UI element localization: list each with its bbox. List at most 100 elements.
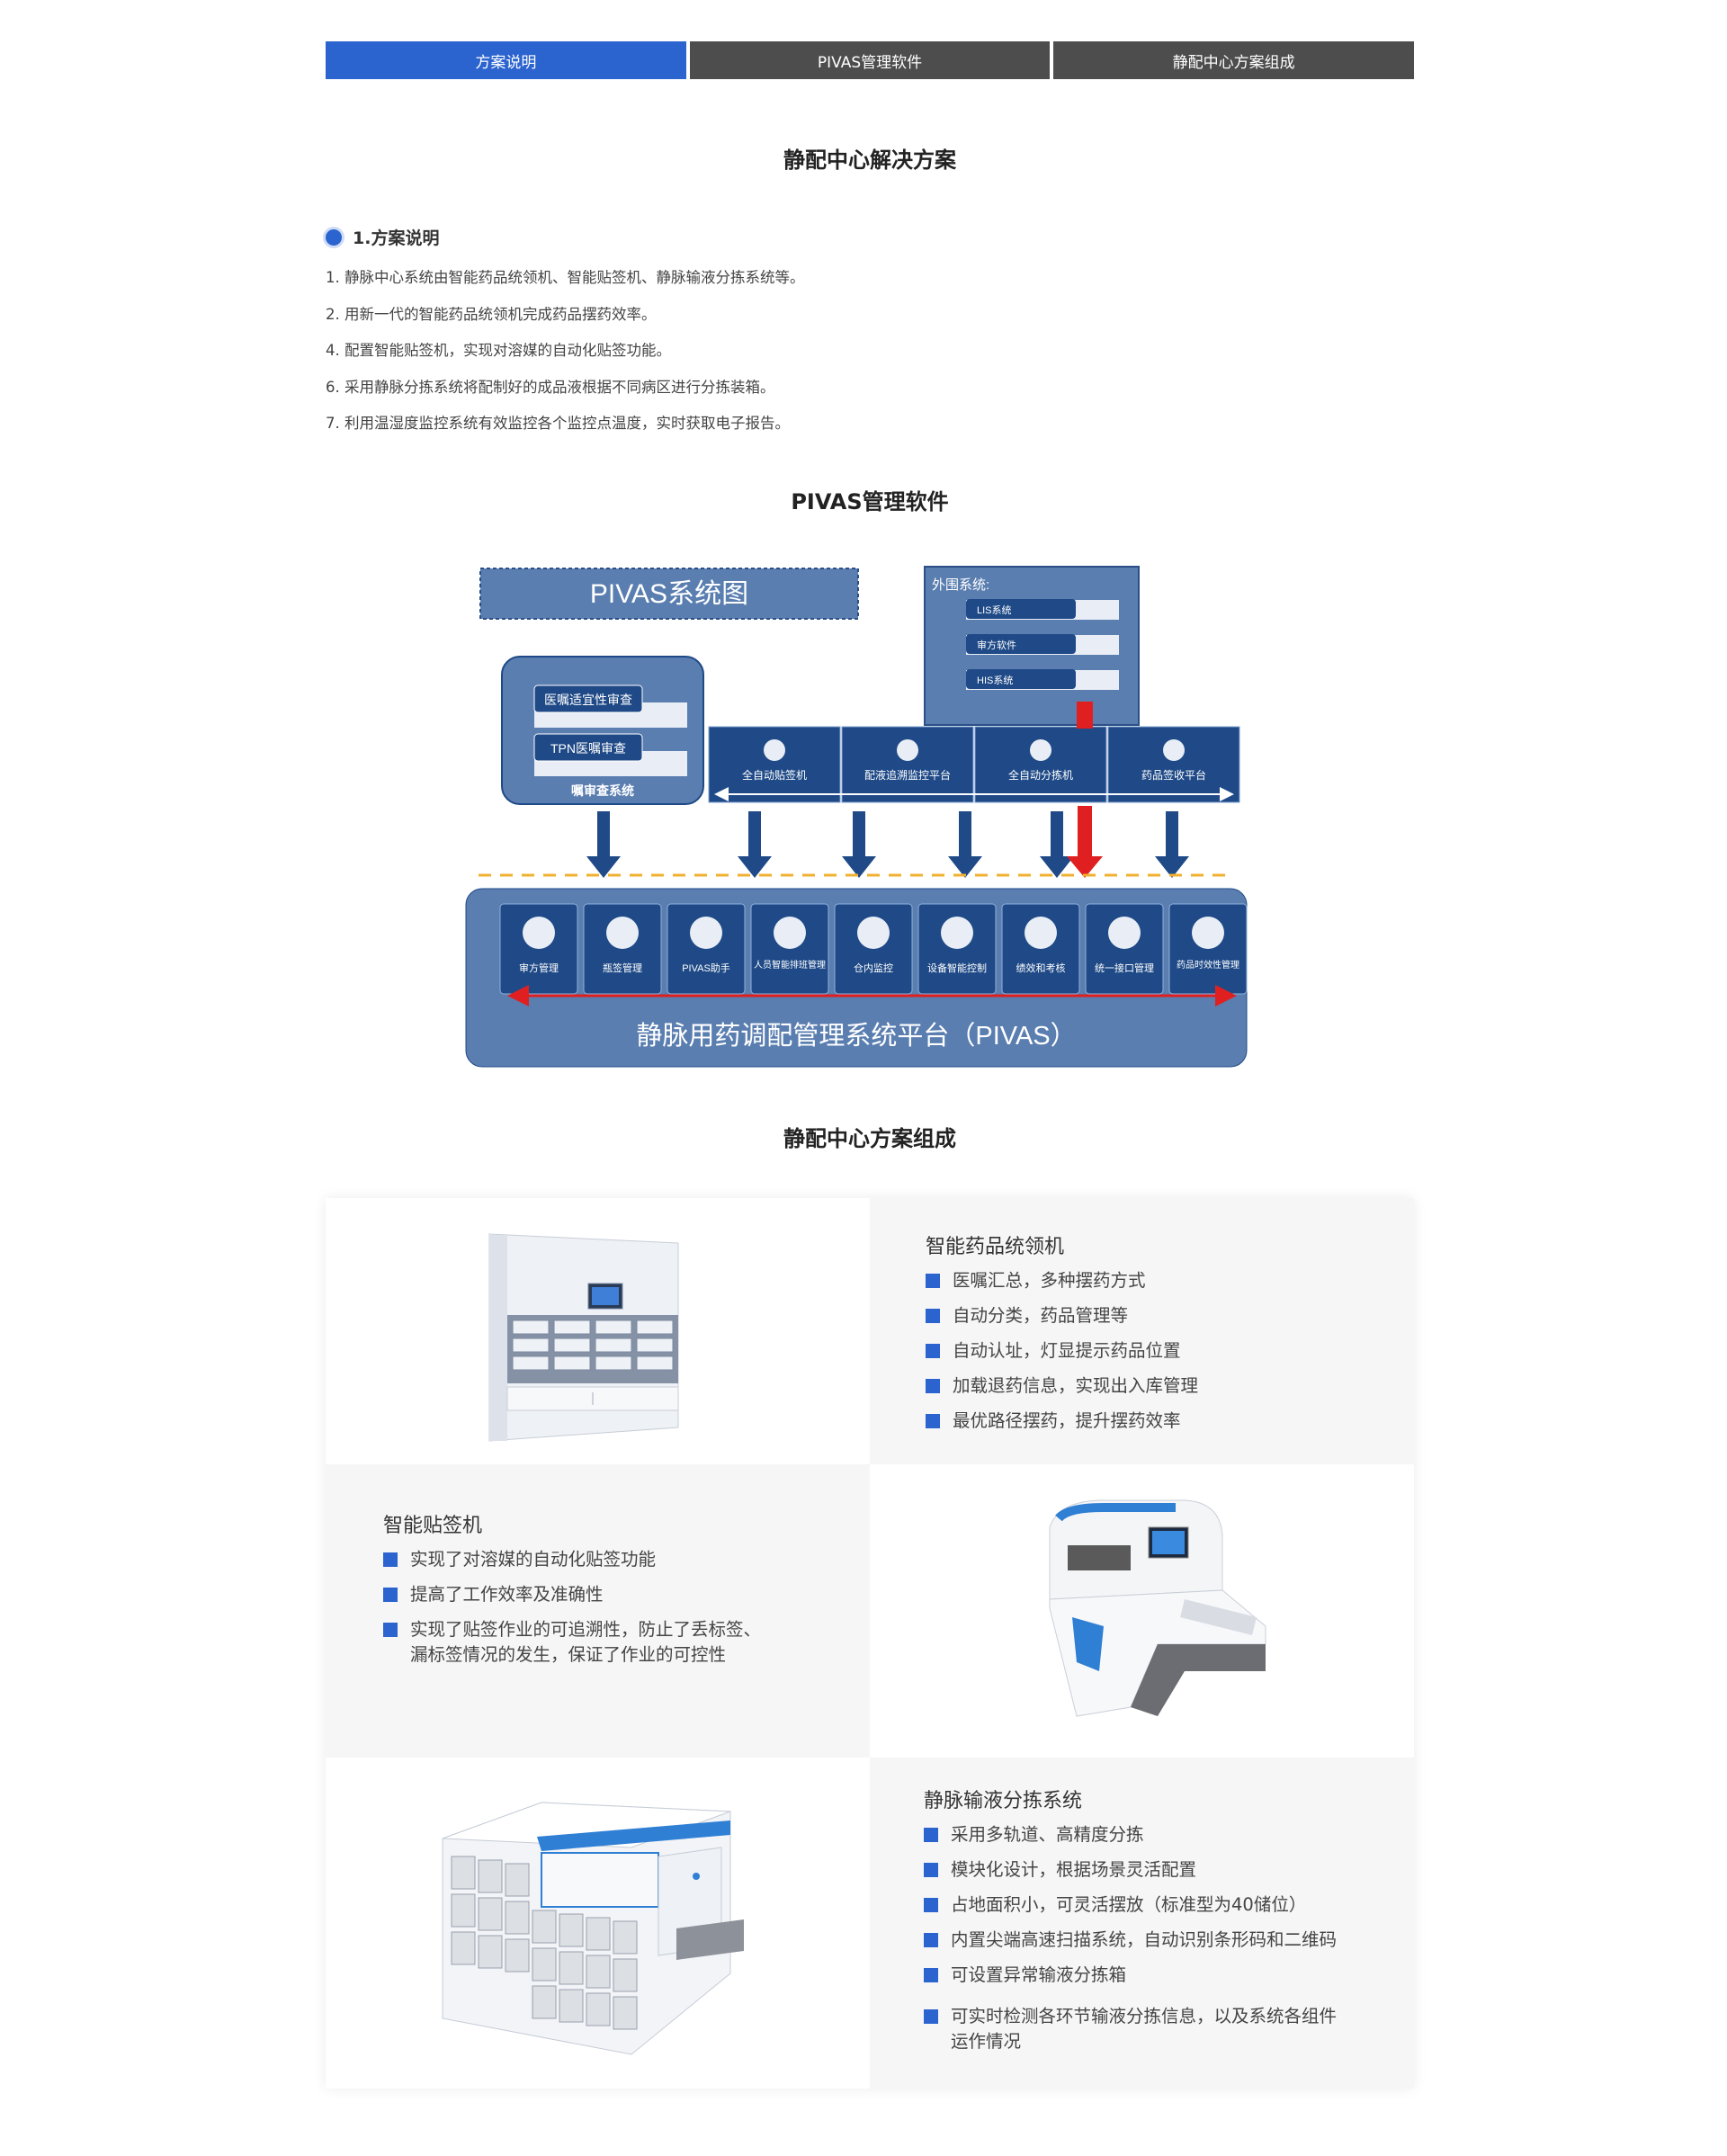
drug-dispenser-image bbox=[480, 1225, 696, 1454]
feature-item: 最优路径摆药，提升摆药效率 bbox=[926, 1409, 1393, 1434]
feature-item: 提高了工作效率及准确性 bbox=[383, 1582, 761, 1607]
product-title: 静脉输液分拣系统 bbox=[924, 1790, 1083, 1812]
module-label: PIVAS助手 bbox=[682, 962, 730, 974]
module-label: 设备智能控制 bbox=[927, 962, 987, 974]
product-title: 智能贴签机 bbox=[383, 1515, 483, 1537]
feature-item: 自动认址，灯显提示药品位置 bbox=[926, 1338, 1393, 1364]
external-system-item: 审方软件 bbox=[977, 639, 1016, 651]
feature-text: 实现了对溶媒的自动化贴签功能 bbox=[410, 1549, 657, 1570]
module-label: 人员智能排班管理 bbox=[754, 959, 826, 971]
feature-item: 可实时检测各环节输液分拣信息，以及系统各组件运作情况 bbox=[924, 2004, 1347, 2054]
square-bullet-icon bbox=[924, 1828, 938, 1842]
solution-point: 4. 配置智能贴签机，实现对溶媒的自动化贴签功能。 bbox=[326, 342, 671, 359]
external-system-item: LIS系统 bbox=[977, 604, 1012, 616]
tab-solution[interactable]: 方案说明 bbox=[326, 41, 686, 79]
feature-text: 可设置异常输液分拣箱 bbox=[951, 1964, 1127, 1985]
sorting-system-image bbox=[434, 1794, 757, 2067]
external-system-item: HIS系统 bbox=[977, 675, 1013, 686]
module-label: 统一接口管理 bbox=[1095, 962, 1154, 974]
feature-item: 医嘱汇总，多种摆药方式 bbox=[926, 1268, 1393, 1293]
device-label: 配液追溯监控平台 bbox=[864, 768, 951, 782]
feature-item: 模块化设计，根据场景灵活配置 bbox=[924, 1857, 1400, 1883]
flow-arrows bbox=[586, 806, 1189, 878]
composition-heading: 静配中心方案组成 bbox=[783, 1126, 956, 1151]
device-label: 全自动分拣机 bbox=[1008, 768, 1073, 782]
product-info-cell: 静脉输液分拣系统 采用多轨道、高精度分拣 模块化设计，根据场景灵活配置 占地面积… bbox=[870, 1758, 1414, 2089]
platform-label: 静脉用药调配管理系统平台（PIVAS） bbox=[636, 1021, 1076, 1051]
review-item: 医嘱适宜性审查 bbox=[544, 693, 632, 707]
product-image-cell bbox=[870, 1464, 1414, 1758]
feature-item: 实现了贴签作业的可追溯性，防止了丢标签、漏标签情况的发生，保证了作业的可控性 bbox=[383, 1617, 761, 1668]
review-caption: 嘱审查系统 bbox=[571, 783, 634, 798]
tab-bar: 方案说明 PIVAS管理软件 静配中心方案组成 bbox=[326, 41, 1415, 79]
module-label: 绩效和考核 bbox=[1016, 962, 1066, 974]
square-bullet-icon bbox=[926, 1414, 940, 1428]
pivas-system-diagram: PIVAS系统图 外围系统: LIS系统 审方软件 HIS系统 bbox=[326, 558, 1414, 1079]
label-machine-image bbox=[1023, 1491, 1275, 1738]
square-bullet-icon bbox=[924, 1933, 938, 1947]
feature-item: 加载退药信息，实现出入库管理 bbox=[926, 1373, 1393, 1399]
review-item: TPN医嘱审查 bbox=[550, 741, 626, 756]
module-label: 仓内监控 bbox=[854, 962, 893, 974]
product-info-cell: 智能药品统领机 医嘱汇总，多种摆药方式 自动分类，药品管理等 自动认址，灯显提示… bbox=[870, 1198, 1414, 1464]
solution-point: 7. 利用温湿度监控系统有效监控各个监控点温度，实时获取电子报告。 bbox=[326, 415, 790, 432]
solution-point: 6. 采用静脉分拣系统将配制好的成品液根据不同病区进行分拣装箱。 bbox=[326, 378, 775, 396]
solution-point: 2. 用新一代的智能药品统领机完成药品摆药效率。 bbox=[326, 305, 657, 323]
product-title: 智能药品统领机 bbox=[926, 1236, 1065, 1258]
solution-points: 1. 静脉中心系统由智能药品统领机、智能贴签机、静脉输液分拣系统等。 2. 用新… bbox=[326, 263, 805, 445]
feature-text: 采用多轨道、高精度分拣 bbox=[951, 1824, 1144, 1845]
feature-text: 自动分类，药品管理等 bbox=[953, 1305, 1129, 1326]
external-systems-box: 外围系统: LIS系统 审方软件 HIS系统 bbox=[924, 566, 1140, 726]
product-features: 实现了对溶媒的自动化贴签功能 提高了工作效率及准确性 实现了贴签作业的可追溯性，… bbox=[383, 1547, 761, 1668]
square-bullet-icon bbox=[383, 1588, 398, 1602]
solution-subheading: 1.方案说明 bbox=[353, 228, 440, 248]
device-row: 全自动贴签机 配液追溯监控平台 全自动分拣机 药品签收平台 bbox=[708, 726, 1240, 803]
feature-text: 实现了贴签作业的可追溯性，防止了丢标签、漏标签情况的发生，保证了作业的可控性 bbox=[410, 1619, 762, 1665]
square-bullet-icon bbox=[924, 1898, 938, 1912]
tab-composition[interactable]: 静配中心方案组成 bbox=[1053, 41, 1415, 79]
square-bullet-icon bbox=[926, 1274, 940, 1288]
feature-text: 提高了工作效率及准确性 bbox=[410, 1584, 604, 1605]
diagram-title-box: PIVAS系统图 bbox=[479, 568, 859, 620]
feature-item: 内置尖端高速扫描系统，自动识别条形码和二维码 bbox=[924, 1928, 1400, 1953]
square-bullet-icon bbox=[924, 2009, 938, 2024]
bullet-dot-icon bbox=[326, 228, 342, 246]
module-label: 药品时效性管理 bbox=[1177, 959, 1239, 971]
product-image-cell bbox=[326, 1758, 870, 2089]
feature-text: 医嘱汇总，多种摆药方式 bbox=[953, 1270, 1146, 1291]
product-info-cell: 智能贴签机 实现了对溶媒的自动化贴签功能 提高了工作效率及准确性 实现了贴签作业… bbox=[326, 1464, 870, 1758]
feature-text: 最优路径摆药，提升摆药效率 bbox=[953, 1410, 1181, 1431]
square-bullet-icon bbox=[383, 1552, 398, 1567]
feature-item: 占地面积小，可灵活摆放（标准型为40储位） bbox=[924, 1892, 1400, 1918]
review-system-box: 医嘱适宜性审查 TPN医嘱审查 嘱审查系统 bbox=[501, 656, 704, 805]
feature-item: 可设置异常输液分拣箱 bbox=[924, 1963, 1400, 1988]
square-bullet-icon bbox=[383, 1623, 398, 1637]
tab-pivas-software[interactable]: PIVAS管理软件 bbox=[689, 41, 1051, 79]
square-bullet-icon bbox=[926, 1344, 940, 1358]
feature-text: 模块化设计，根据场景灵活配置 bbox=[951, 1859, 1197, 1880]
pivas-heading: PIVAS管理软件 bbox=[791, 489, 949, 514]
feature-text: 内置尖端高速扫描系统，自动识别条形码和二维码 bbox=[951, 1929, 1338, 1950]
square-bullet-icon bbox=[926, 1379, 940, 1393]
device-label: 全自动贴签机 bbox=[742, 768, 807, 782]
feature-text: 加载退药信息，实现出入库管理 bbox=[953, 1375, 1199, 1396]
diagram-title: PIVAS系统图 bbox=[590, 579, 748, 609]
module-label: 瓶签管理 bbox=[603, 962, 642, 974]
square-bullet-icon bbox=[924, 1968, 938, 1982]
product-grid: 智能药品统领机 医嘱汇总，多种摆药方式 自动分类，药品管理等 自动认址，灯显提示… bbox=[326, 1198, 1414, 2089]
solution-point: 1. 静脉中心系统由智能药品统领机、智能贴签机、静脉输液分拣系统等。 bbox=[326, 269, 805, 286]
module-row: 审方管理 瓶签管理 PIVAS助手 人员智能排班管理 仓内监控 设备智能控制 bbox=[499, 903, 1248, 995]
product-features: 采用多轨道、高精度分拣 模块化设计，根据场景灵活配置 占地面积小，可灵活摆放（标… bbox=[924, 1822, 1400, 2054]
square-bullet-icon bbox=[926, 1309, 940, 1323]
feature-item: 实现了对溶媒的自动化贴签功能 bbox=[383, 1547, 761, 1572]
device-label: 药品签收平台 bbox=[1141, 768, 1206, 782]
square-bullet-icon bbox=[924, 1863, 938, 1877]
feature-item: 自动分类，药品管理等 bbox=[926, 1303, 1393, 1328]
product-image-cell bbox=[326, 1198, 870, 1464]
feature-text: 占地面积小，可灵活摆放（标准型为40储位） bbox=[951, 1894, 1307, 1915]
product-features: 医嘱汇总，多种摆药方式 自动分类，药品管理等 自动认址，灯显提示药品位置 加载退… bbox=[926, 1268, 1393, 1434]
solution-subheading-row: 1.方案说明 bbox=[326, 225, 439, 249]
external-label: 外围系统: bbox=[932, 577, 989, 593]
feature-text: 可实时检测各环节输液分拣信息，以及系统各组件运作情况 bbox=[951, 2006, 1338, 2052]
solution-heading: 静配中心解决方案 bbox=[783, 148, 956, 173]
